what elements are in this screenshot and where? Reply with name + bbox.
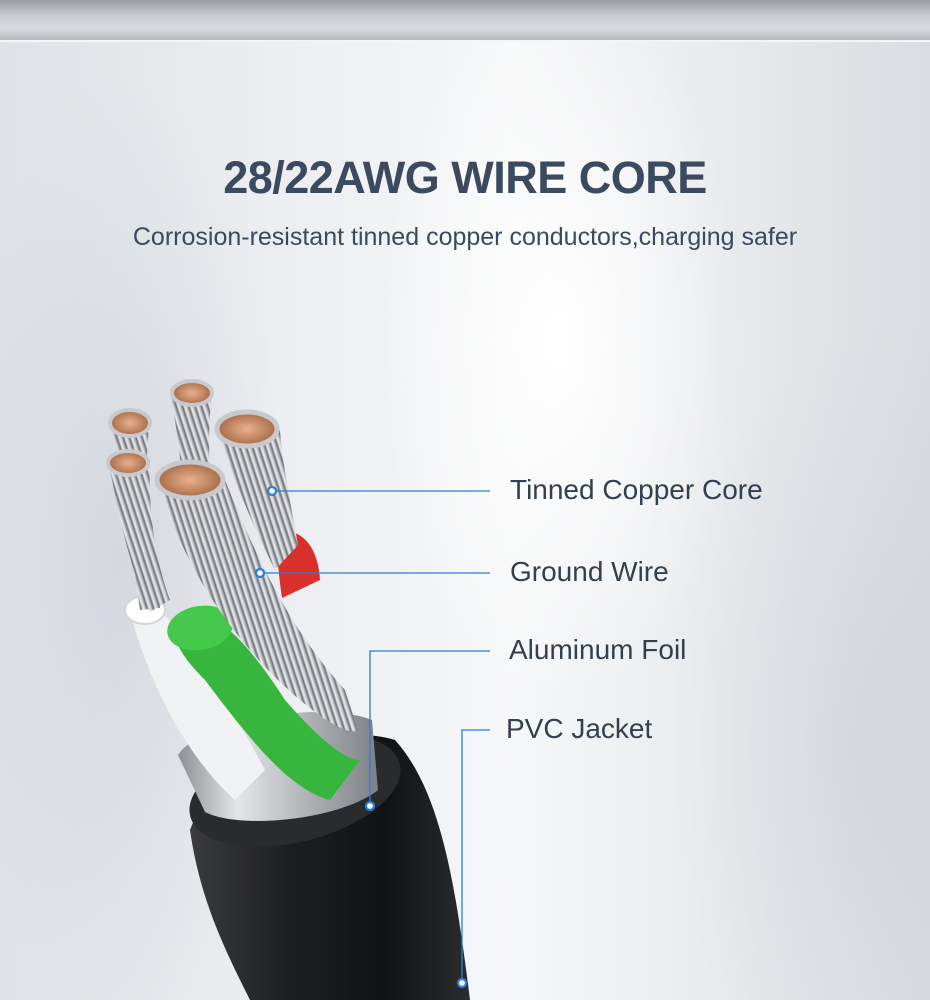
aluminum-foil-label: Aluminum Foil (509, 634, 687, 665)
subheadline: Corrosion-resistant tinned copper conduc… (132, 223, 798, 251)
background-wall (0, 42, 930, 1000)
ground-wire-label: Ground Wire (510, 556, 669, 587)
pvc-jacket-label: PVC Jacket (506, 713, 653, 744)
top-photo-strip (0, 0, 930, 42)
headline: 28/22AWG WIRE CORE (223, 152, 707, 203)
tinned-copper-core-label: Tinned Copper Core (510, 474, 763, 505)
